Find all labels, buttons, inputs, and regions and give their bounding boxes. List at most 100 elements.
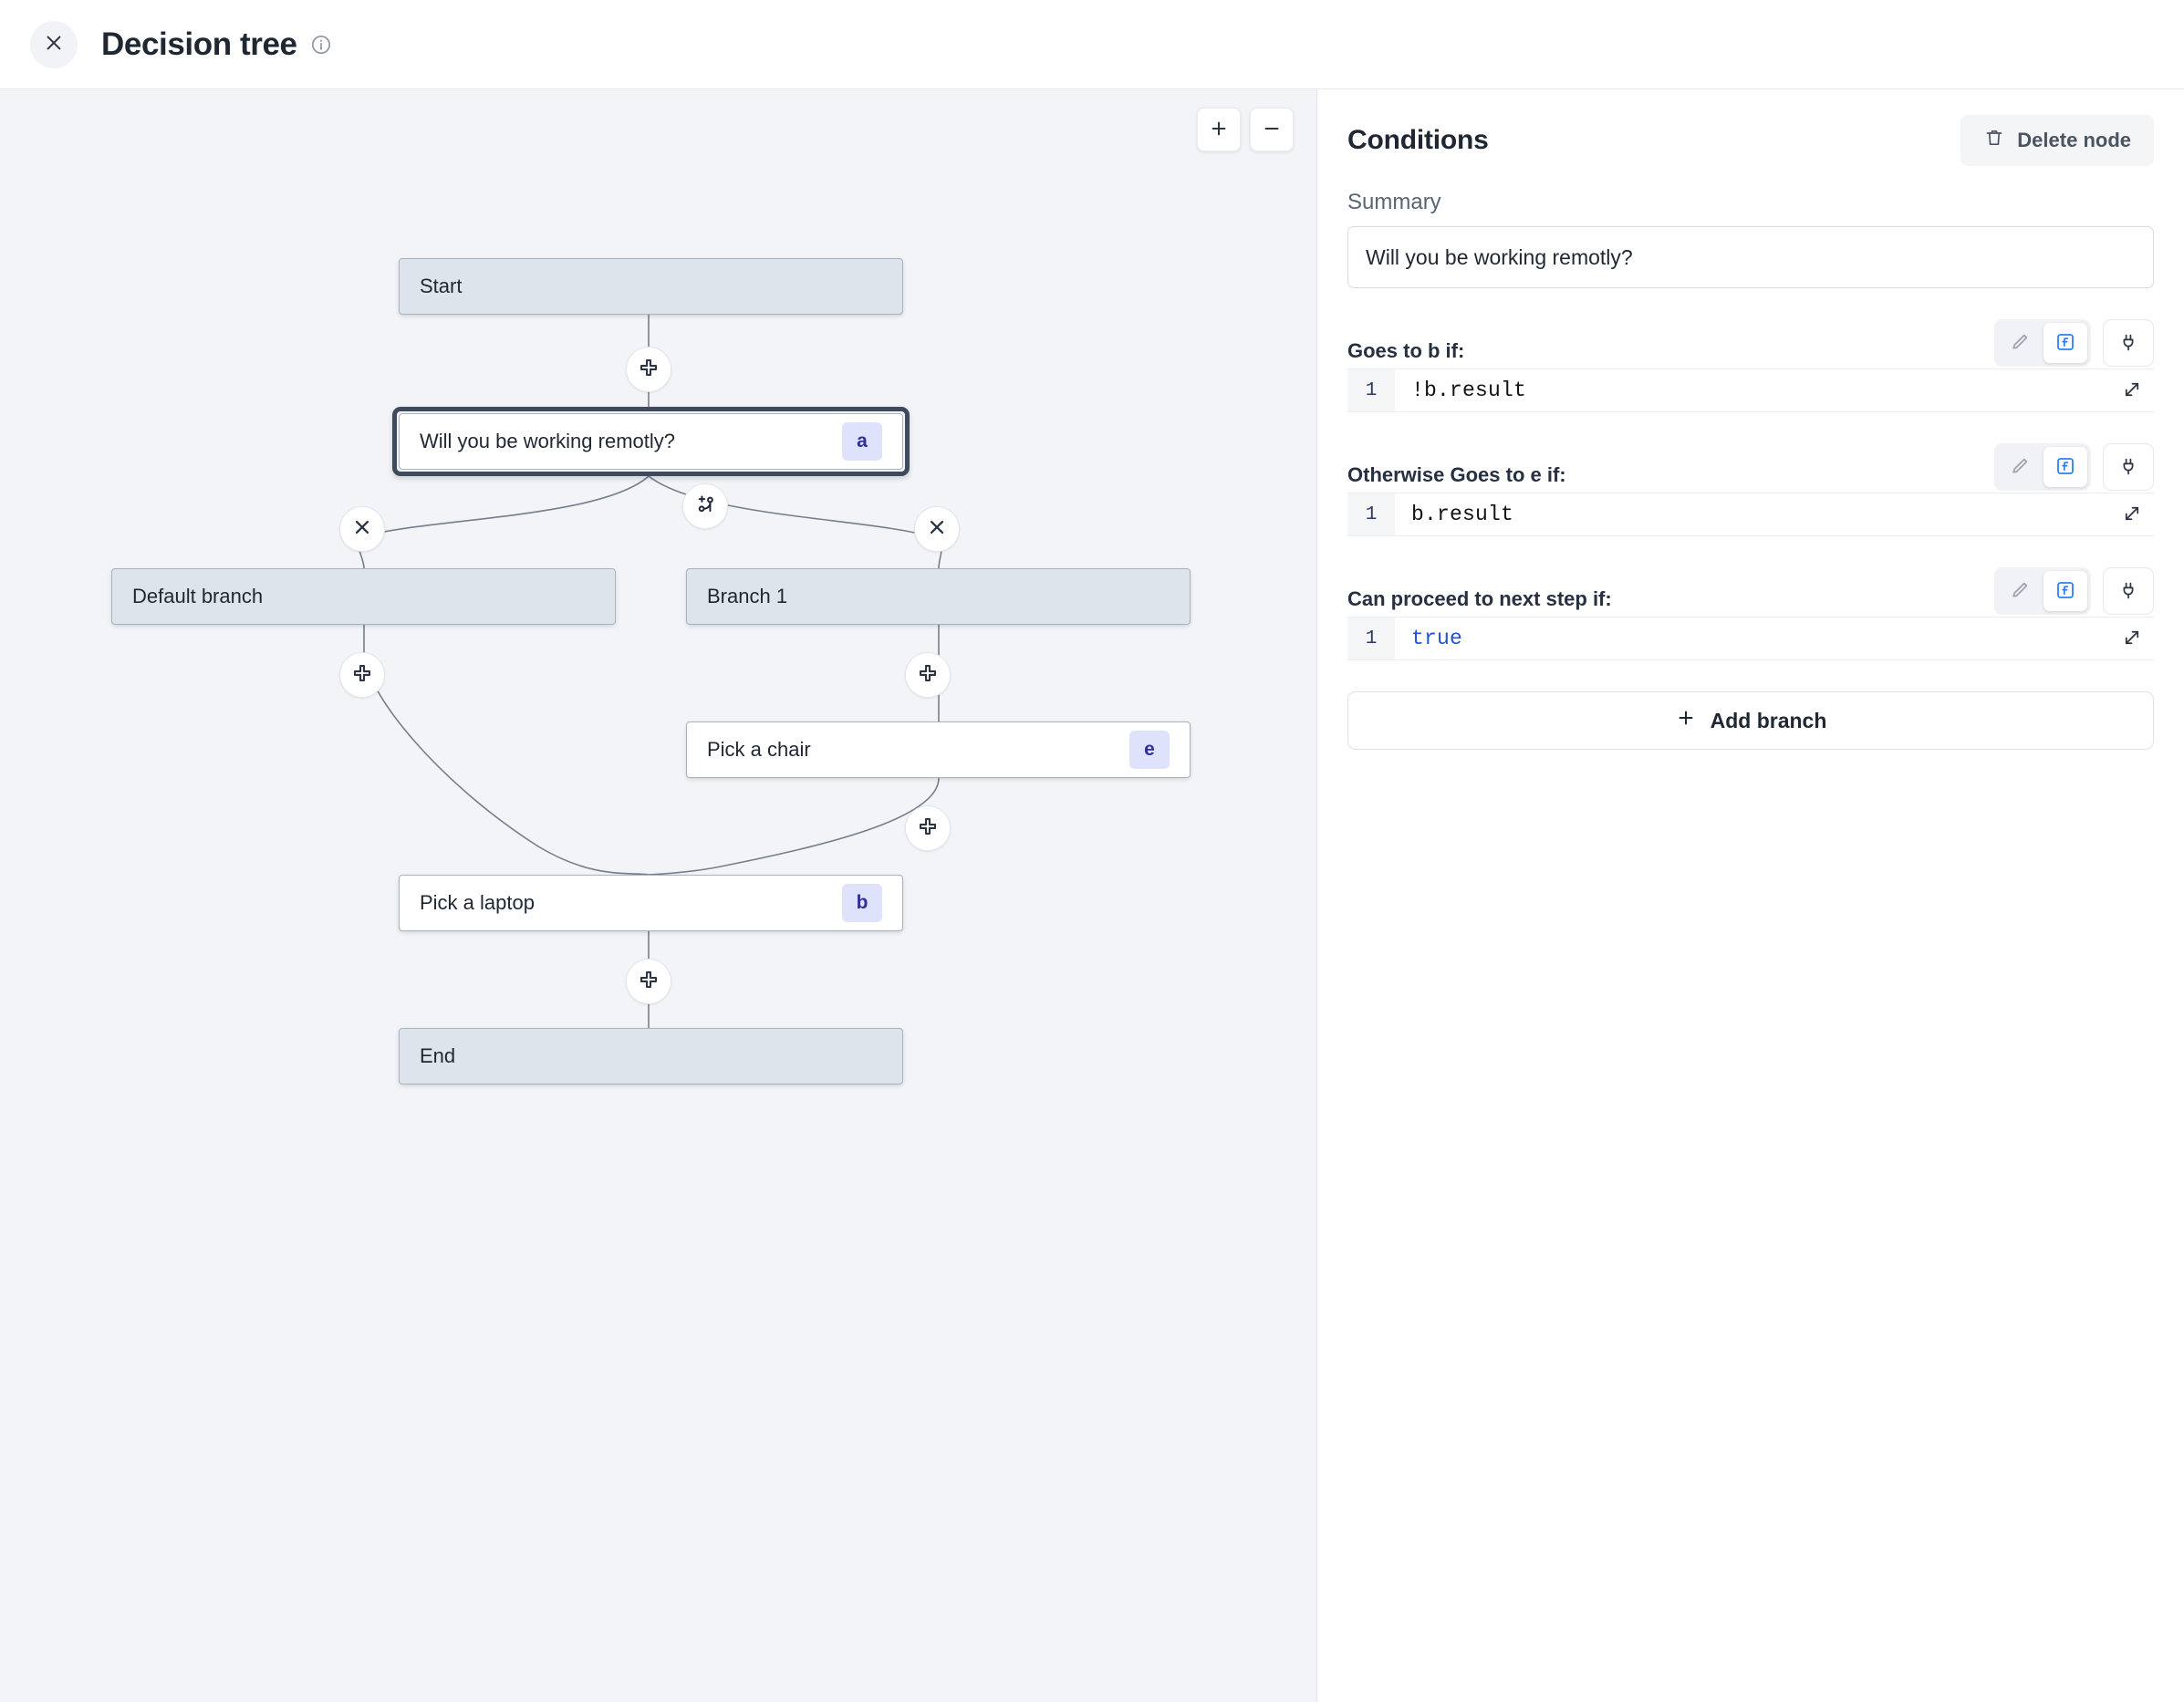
code-content[interactable]: !b.result xyxy=(1411,379,1527,402)
flow-node-label: Pick a laptop xyxy=(420,891,535,914)
flow-node-label: Will you be working remotly? xyxy=(420,430,675,452)
function-icon xyxy=(2054,579,2076,604)
condition-header: Goes to b if: xyxy=(1347,319,2154,367)
function-mode-button[interactable] xyxy=(2044,447,2087,487)
code-line-number: 1 xyxy=(1347,617,1395,659)
panel-header: Conditions Delete node xyxy=(1347,115,2154,166)
flow-node-body: End xyxy=(399,1028,903,1085)
code-line-number: 1 xyxy=(1347,369,1395,411)
close-icon xyxy=(925,515,949,544)
flow-node-badge: a xyxy=(842,422,882,461)
condition-header: Otherwise Goes to e if: xyxy=(1347,443,2154,491)
add-branch-icon xyxy=(693,493,717,521)
code-editor[interactable]: 1 !b.result xyxy=(1347,368,2154,412)
editor-mode-toggle xyxy=(1994,443,2091,491)
function-icon xyxy=(2054,455,2076,480)
editor-mode-toggle xyxy=(1994,319,2091,367)
plus-circle-icon xyxy=(916,815,940,843)
condition-actions xyxy=(1994,567,2154,615)
flow-node-body: Pick a chair e xyxy=(686,721,1191,778)
code-editor[interactable]: 1 b.result xyxy=(1347,493,2154,536)
close-icon xyxy=(350,515,374,544)
flow-node-defbr[interactable]: Default branch xyxy=(111,568,616,625)
edge-button-remove-default[interactable] xyxy=(339,506,385,552)
function-mode-button[interactable] xyxy=(2044,323,2087,363)
expand-editor-button[interactable] xyxy=(2114,620,2150,657)
plus-icon xyxy=(1675,707,1697,734)
flow-node-b[interactable]: Pick a laptop b xyxy=(399,875,903,931)
flow-node-br1[interactable]: Branch 1 xyxy=(686,568,1191,625)
add-branch-button[interactable]: Add branch xyxy=(1347,691,2154,750)
pencil-icon xyxy=(2009,331,2031,356)
flow-node-body: Will you be working remotly? a xyxy=(399,413,903,470)
close-icon xyxy=(44,33,64,56)
condition-label: Goes to b if: xyxy=(1347,339,1465,362)
flow-node-e[interactable]: Pick a chair e xyxy=(686,721,1191,778)
code-editor[interactable]: 1 true xyxy=(1347,617,2154,660)
flow-node-body: Default branch xyxy=(111,568,616,625)
close-button[interactable] xyxy=(30,20,78,68)
plug-icon xyxy=(2117,579,2139,604)
flow-node-body: Start xyxy=(399,258,903,315)
expand-editor-button[interactable] xyxy=(2114,372,2150,409)
condition-label: Otherwise Goes to e if: xyxy=(1347,463,1566,486)
edge-button-add-after-chair[interactable] xyxy=(905,805,951,851)
flow-node-label: Pick a chair xyxy=(707,738,811,761)
condition-block: Goes to b if: 1 !b.result xyxy=(1347,319,2154,412)
connect-input-button[interactable] xyxy=(2103,319,2154,367)
condition-block: Otherwise Goes to e if: 1 b.result xyxy=(1347,443,2154,536)
expand-icon xyxy=(2122,503,2142,526)
flow-node-badge: e xyxy=(1129,731,1170,769)
edge-button-remove-branch1[interactable] xyxy=(914,506,960,552)
condition-block: Can proceed to next step if: 1 true xyxy=(1347,567,2154,660)
plus-circle-icon xyxy=(637,356,660,384)
flow-node-label: End xyxy=(420,1044,456,1067)
plug-icon xyxy=(2117,331,2139,356)
add-branch-label: Add branch xyxy=(1710,708,1827,732)
flow-node-a[interactable]: Will you be working remotly? a xyxy=(392,407,910,476)
condition-header: Can proceed to next step if: xyxy=(1347,567,2154,615)
panel-title: Conditions xyxy=(1347,125,1489,155)
summary-label: Summary xyxy=(1347,190,1441,214)
code-content[interactable]: b.result xyxy=(1411,503,1514,526)
trash-icon xyxy=(1983,127,2005,154)
code-content[interactable]: true xyxy=(1411,627,1463,650)
flow-node-body: Branch 1 xyxy=(686,568,1191,625)
code-line-number: 1 xyxy=(1347,493,1395,535)
text-mode-button[interactable] xyxy=(1998,571,2042,611)
pencil-icon xyxy=(2009,455,2031,480)
plug-icon xyxy=(2117,455,2139,480)
condition-label: Can proceed to next step if: xyxy=(1347,587,1612,610)
delete-node-label: Delete node xyxy=(2017,129,2131,151)
condition-actions xyxy=(1994,319,2154,367)
edge-button-add-after-start[interactable] xyxy=(626,347,671,392)
edge-button-add-after-branch1[interactable] xyxy=(905,652,951,698)
minus-icon xyxy=(1262,119,1282,141)
function-mode-button[interactable] xyxy=(2044,571,2087,611)
edge-button-add-after-laptop[interactable] xyxy=(626,959,671,1004)
text-mode-button[interactable] xyxy=(1998,323,2042,363)
flow-node-badge: b xyxy=(842,884,882,922)
editor-mode-toggle xyxy=(1994,567,2091,615)
edge-button-add-after-default[interactable] xyxy=(339,652,385,698)
flow-node-label: Start xyxy=(420,275,463,297)
expand-editor-button[interactable] xyxy=(2114,496,2150,533)
page-title: Decision tree xyxy=(101,26,297,62)
pencil-icon xyxy=(2009,579,2031,604)
delete-node-button[interactable]: Delete node xyxy=(1960,115,2154,166)
zoom-in-button[interactable] xyxy=(1197,108,1241,151)
conditions-panel: Conditions Delete node Summary Goes to b… xyxy=(1316,89,2184,1702)
plus-circle-icon xyxy=(916,661,940,690)
plus-circle-icon xyxy=(350,661,374,690)
flow-node-start[interactable]: Start xyxy=(399,258,903,315)
zoom-out-button[interactable] xyxy=(1250,108,1294,151)
edge-button-add-branch-a[interactable] xyxy=(682,483,728,529)
connect-input-button[interactable] xyxy=(2103,567,2154,615)
expand-icon xyxy=(2122,379,2142,402)
info-icon[interactable] xyxy=(310,34,332,56)
text-mode-button[interactable] xyxy=(1998,447,2042,487)
connect-input-button[interactable] xyxy=(2103,443,2154,491)
flow-node-end[interactable]: End xyxy=(399,1028,903,1085)
summary-input[interactable] xyxy=(1347,226,2154,288)
